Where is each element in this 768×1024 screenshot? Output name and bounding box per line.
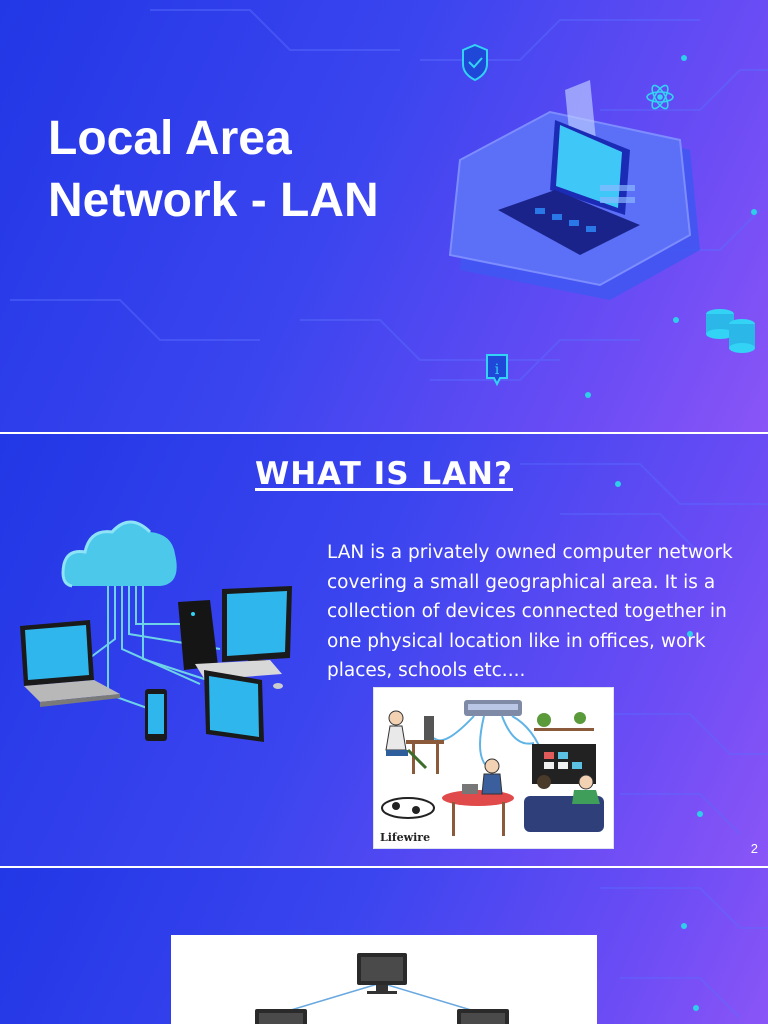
svg-text:i: i <box>495 362 500 378</box>
laptop-icon <box>20 620 120 707</box>
monitor-icon <box>204 670 264 742</box>
title-line-2: Network - LAN <box>48 174 379 227</box>
monitor-icon <box>457 1009 509 1024</box>
lan-illustration-image: Lifewire <box>373 687 614 849</box>
desktop-icon <box>178 600 218 670</box>
laptop-icon <box>498 80 640 255</box>
atom-icon <box>646 84 674 110</box>
photo-credit: Lifewire <box>380 831 431 844</box>
circuit-background <box>600 887 768 1019</box>
home-network-drawing <box>381 700 604 836</box>
coins-icon <box>706 309 755 353</box>
network-diagram-slide <box>0 868 768 1024</box>
shield-icon <box>462 43 488 82</box>
title-line-1: Local Area <box>48 112 292 165</box>
monitor-icon <box>195 586 292 689</box>
network-illustration <box>20 520 292 742</box>
slide-body-text: LAN is a privately owned computer networ… <box>327 542 733 681</box>
title-slide: i Local Area Network - LAN <box>0 0 768 432</box>
circuit-background: i <box>10 9 768 398</box>
topology-drawing <box>255 953 509 1024</box>
circuit-background <box>20 463 768 835</box>
what-is-lan-slide: WHAT IS LAN? LAN is a privately owned co… <box>0 434 768 866</box>
cloud-icon <box>61 520 177 588</box>
monitor-icon <box>357 953 407 994</box>
info-icon: i <box>486 354 508 387</box>
topology-diagram <box>171 935 597 1024</box>
phone-icon <box>145 689 167 741</box>
slide-heading: WHAT IS LAN? <box>255 456 513 492</box>
page-number: 2 <box>750 841 758 856</box>
monitor-icon <box>255 1009 307 1024</box>
slide-title: Local Area Network - LAN <box>48 108 448 232</box>
